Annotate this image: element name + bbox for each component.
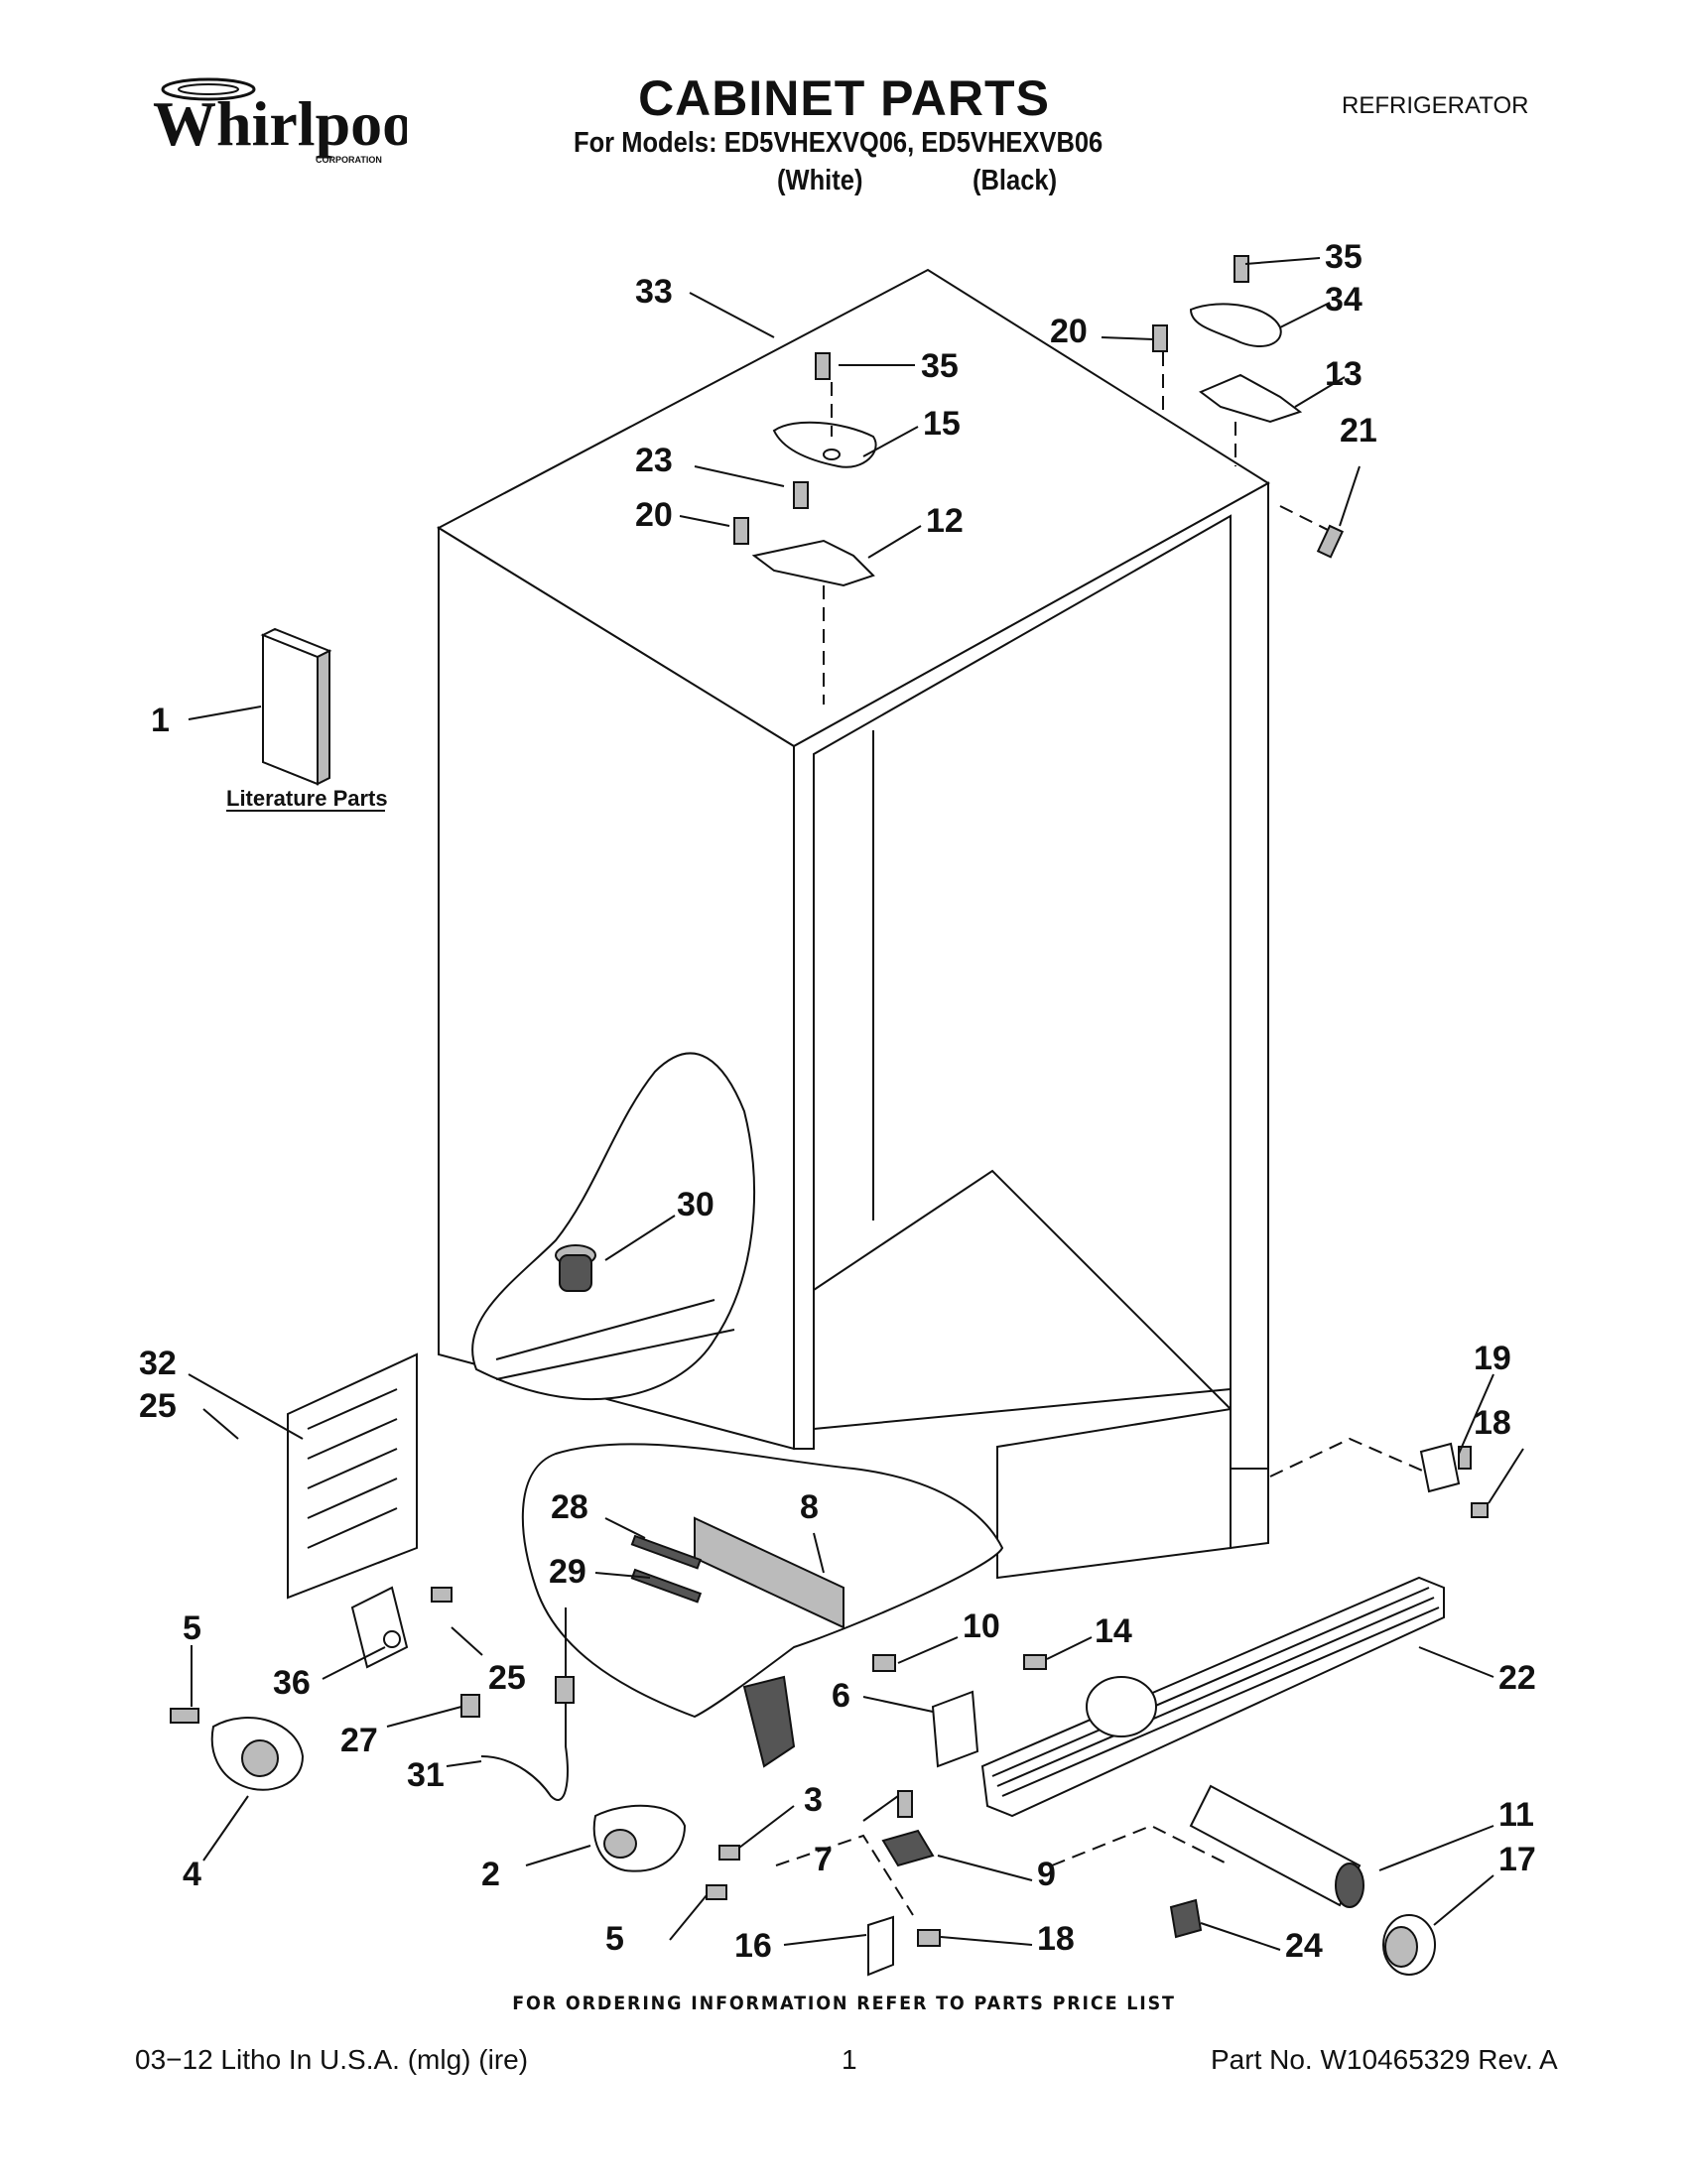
cabinet-foot-front <box>742 1675 796 1768</box>
part-28 <box>630 1534 703 1570</box>
callout-31: 31 <box>407 1756 445 1794</box>
callout-5: 5 <box>183 1609 201 1647</box>
callout-2: 2 <box>481 1856 500 1893</box>
part-16-hinge-pin <box>775 1834 941 1977</box>
variant-white: (White) <box>777 165 863 196</box>
brand-sub: CORPORATION <box>316 155 382 165</box>
callout-13: 13 <box>1325 355 1363 393</box>
part-24 <box>1051 1824 1232 1939</box>
callout-29: 29 <box>549 1553 586 1591</box>
callout-12: 12 <box>926 502 964 540</box>
callout-19: 19 <box>1474 1340 1511 1377</box>
top-hinge-right <box>1152 255 1345 559</box>
part-6-bracket <box>872 1654 1047 1768</box>
callout-8: 8 <box>800 1488 819 1526</box>
callout-35: 35 <box>921 347 959 385</box>
callout-22: 22 <box>1498 1659 1536 1697</box>
callout-1: 1 <box>151 702 170 739</box>
callout-9: 9 <box>1037 1856 1056 1893</box>
part-2-lower-hinge <box>592 1804 740 1900</box>
callout-27: 27 <box>340 1722 378 1759</box>
part-32-rear-grille <box>287 1352 418 1600</box>
callout-25-lower: 25 <box>488 1659 526 1697</box>
callout-17: 17 <box>1498 1841 1536 1878</box>
callout-33: 33 <box>635 273 673 311</box>
whirlpool-logo: Whirlpool CORPORATION <box>153 77 407 165</box>
callout-16: 16 <box>734 1927 772 1965</box>
callout-14: 14 <box>1095 1612 1132 1650</box>
part-36-bracket <box>350 1586 453 1669</box>
page-title: CABINET PARTS <box>638 70 1050 126</box>
callout-18: 18 <box>1474 1404 1511 1442</box>
callout-35-right: 35 <box>1325 238 1363 276</box>
callout-11: 11 <box>1498 1796 1534 1834</box>
callout-25: 25 <box>139 1387 177 1425</box>
callout-30: 30 <box>677 1186 714 1223</box>
part-11-water-filter <box>1189 1784 1364 1908</box>
callout-34: 34 <box>1325 281 1363 319</box>
callout-4: 4 <box>183 1856 201 1893</box>
part-4-roller <box>170 1708 305 1791</box>
callout-36: 36 <box>273 1664 311 1702</box>
callout-10: 10 <box>963 1607 1000 1645</box>
leader-lines <box>188 257 1524 1951</box>
part-22-toe-grille <box>980 1576 1445 1818</box>
callout-21: 21 <box>1340 412 1377 450</box>
callout-24: 24 <box>1285 1927 1323 1965</box>
callout-28: 28 <box>551 1488 588 1526</box>
part-17-filter-cap <box>1382 1914 1436 1976</box>
callout-32: 32 <box>139 1345 177 1382</box>
print-info: 03−12 Litho In U.S.A. (mlg) (ire) <box>135 2044 529 2075</box>
literature-parts-label: Literature Parts <box>226 786 388 811</box>
part-8-heater <box>694 1516 844 1629</box>
appliance-type: REFRIGERATOR <box>1342 92 1529 119</box>
part-1-literature <box>260 627 332 786</box>
page-number: 1 <box>842 2044 857 2075</box>
brand-wordmark: Whirlpool <box>153 88 407 159</box>
part-9-stop <box>881 1790 935 1867</box>
part-number: Part No. W10465329 Rev. A <box>1211 2044 1558 2075</box>
cutout-rear <box>471 1052 755 1400</box>
callout-6: 6 <box>832 1677 850 1715</box>
callout-20: 20 <box>635 496 673 534</box>
callout-20-right: 20 <box>1050 313 1088 350</box>
callout-5-lower: 5 <box>605 1920 624 1958</box>
models-line: For Models: ED5VHEXVQ06, ED5VHEXVB06 <box>574 127 1104 159</box>
top-hinge-left <box>733 352 877 705</box>
callout-7: 7 <box>814 1841 833 1878</box>
callout-numbers: 33 35 15 23 20 12 35 34 20 13 21 1 30 32… <box>139 238 1536 1965</box>
callout-3: 3 <box>804 1781 823 1819</box>
lower-hinge-right <box>1269 1437 1489 1518</box>
variant-black: (Black) <box>973 165 1058 196</box>
callout-15: 15 <box>923 405 961 443</box>
ordering-note: FOR ORDERING INFORMATION REFER TO PARTS … <box>512 1992 1176 2014</box>
callout-18-lower: 18 <box>1037 1920 1075 1958</box>
cutout-bottom <box>521 1443 1004 1719</box>
part-21 <box>1316 524 1345 559</box>
callout-23: 23 <box>635 442 673 479</box>
